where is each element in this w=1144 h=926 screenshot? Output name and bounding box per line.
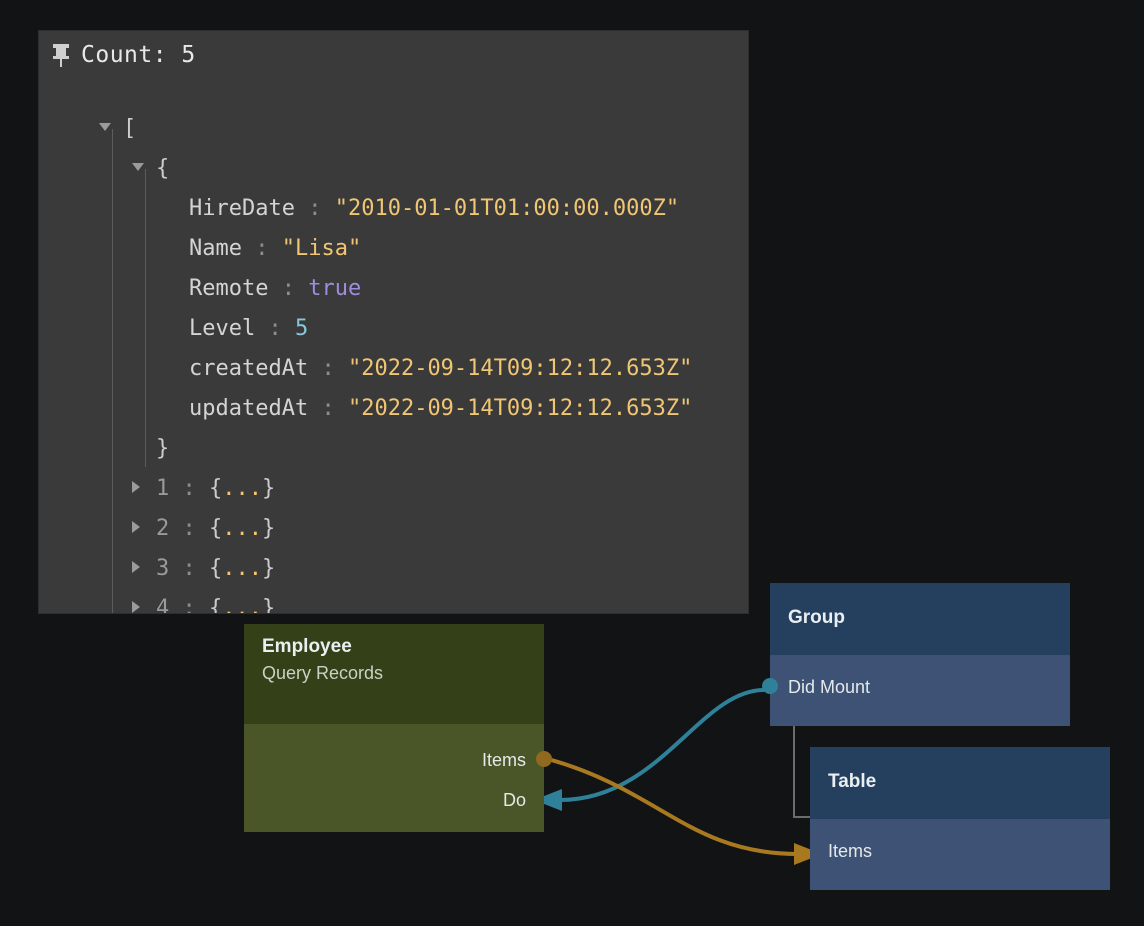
- node-table-header: Table: [810, 747, 1110, 819]
- tree-disclosure-expanded-icon[interactable]: [99, 109, 123, 149]
- tree-value: "Lisa": [282, 236, 361, 261]
- json-tree-row[interactable]: updatedAt : "2022-09-14T09:12:12.653Z": [53, 389, 748, 429]
- port-employee-do[interactable]: Do: [503, 790, 526, 811]
- tree-value: "2022-09-14T09:12:12.653Z": [348, 356, 692, 381]
- json-inspector-panel[interactable]: Count: 5 [ { HireDate : "2010-01-01T01:00:…: [38, 30, 749, 614]
- json-tree-row[interactable]: Level : 5: [53, 309, 748, 349]
- tree-brace-open: {: [209, 516, 222, 541]
- node-employee-header: Employee Query Records: [244, 624, 544, 724]
- tree-key: Remote: [189, 276, 268, 301]
- chevron-right-icon: [132, 481, 140, 493]
- json-tree-row[interactable]: createdAt : "2022-09-14T09:12:12.653Z": [53, 349, 748, 389]
- tree-brace-close: }: [262, 596, 275, 614]
- chevron-right-icon: [132, 561, 140, 573]
- tree-disclosure-collapsed-icon[interactable]: [132, 469, 156, 509]
- tree-bracket: {: [156, 156, 169, 181]
- tree-value: "2022-09-14T09:12:12.653Z": [348, 396, 692, 421]
- tree-key: HireDate: [189, 196, 295, 221]
- json-tree-row[interactable]: {: [53, 149, 748, 189]
- count-label: Count: 5: [81, 42, 196, 68]
- node-employee-title: Employee: [262, 634, 526, 660]
- chevron-right-icon: [132, 521, 140, 533]
- port-employee-items[interactable]: Items: [482, 750, 526, 771]
- chevron-right-icon: [132, 601, 140, 613]
- tree-brace-open: {: [209, 476, 222, 501]
- tree-array-index: 3: [156, 556, 169, 581]
- node-group-header: Group: [770, 583, 1070, 655]
- port-group-did-mount[interactable]: Did Mount: [788, 677, 870, 698]
- tree-colon: :: [295, 196, 335, 221]
- tree-array-index: 2: [156, 516, 169, 541]
- json-tree[interactable]: [{HireDate : "2010-01-01T01:00:00.000Z"N…: [53, 109, 748, 613]
- tree-value: "2010-01-01T01:00:00.000Z": [335, 196, 679, 221]
- port-employee-items-label: Items: [482, 750, 526, 770]
- tree-value: 5: [295, 316, 308, 341]
- json-tree-row[interactable]: Remote : true: [53, 269, 748, 309]
- port-dot-group-did-mount[interactable]: [762, 678, 778, 694]
- tree-ellipsis: ...: [222, 476, 262, 501]
- chevron-down-icon: [99, 123, 111, 131]
- tree-bracket: [: [123, 116, 136, 141]
- inspector-header: Count: 5: [53, 37, 196, 73]
- tree-colon: :: [308, 356, 348, 381]
- tree-colon: :: [255, 316, 295, 341]
- node-employee-body: Items Do: [244, 724, 544, 832]
- tree-brace-close: }: [262, 476, 275, 501]
- tree-colon: :: [169, 516, 209, 541]
- node-group-title: Group: [788, 605, 845, 631]
- tree-array-index: 4: [156, 596, 169, 614]
- json-tree-row[interactable]: 3 : {...}: [53, 549, 748, 589]
- tree-bracket: }: [156, 436, 169, 461]
- tree-colon: :: [169, 476, 209, 501]
- tree-disclosure-collapsed-icon[interactable]: [132, 549, 156, 589]
- edge-items-to-table-items: [548, 759, 798, 854]
- node-table[interactable]: Table Items: [810, 747, 1110, 890]
- tree-colon: :: [308, 396, 348, 421]
- json-tree-row[interactable]: 1 : {...}: [53, 469, 748, 509]
- tree-ellipsis: ...: [222, 596, 262, 614]
- edge-did-mount-to-do: [560, 690, 764, 800]
- tree-disclosure-collapsed-icon[interactable]: [132, 589, 156, 614]
- node-employee-subtitle: Query Records: [262, 660, 526, 686]
- node-table-body: Items: [810, 819, 1110, 890]
- tree-colon: :: [169, 596, 209, 614]
- tree-array-index: 1: [156, 476, 169, 501]
- tree-brace-close: }: [262, 516, 275, 541]
- json-tree-row[interactable]: [: [53, 109, 748, 149]
- tree-disclosure-expanded-icon[interactable]: [132, 149, 156, 189]
- json-tree-row[interactable]: Name : "Lisa": [53, 229, 748, 269]
- json-tree-row[interactable]: 4 : {...}: [53, 589, 748, 614]
- tree-colon: :: [169, 556, 209, 581]
- tree-value: true: [308, 276, 361, 301]
- tree-key: Level: [189, 316, 255, 341]
- port-group-did-mount-label: Did Mount: [788, 677, 870, 697]
- port-employee-do-label: Do: [503, 790, 526, 810]
- tree-key: updatedAt: [189, 396, 308, 421]
- tree-key: Name: [189, 236, 242, 261]
- node-employee[interactable]: Employee Query Records Items Do: [244, 624, 544, 832]
- tree-ellipsis: ...: [222, 516, 262, 541]
- tree-brace-open: {: [209, 556, 222, 581]
- tree-brace-open: {: [209, 596, 222, 614]
- tree-colon: :: [268, 276, 308, 301]
- node-group-body: Did Mount: [770, 655, 1070, 726]
- tree-key: createdAt: [189, 356, 308, 381]
- tree-indent-guide: [112, 129, 113, 614]
- tree-indent-guide: [145, 169, 146, 467]
- json-tree-row[interactable]: 2 : {...}: [53, 509, 748, 549]
- pin-icon[interactable]: [53, 43, 69, 67]
- tree-disclosure-collapsed-icon[interactable]: [132, 509, 156, 549]
- chevron-down-icon: [132, 163, 144, 171]
- node-table-title: Table: [828, 769, 876, 795]
- json-tree-row[interactable]: HireDate : "2010-01-01T01:00:00.000Z": [53, 189, 748, 229]
- tree-ellipsis: ...: [222, 556, 262, 581]
- node-group[interactable]: Group Did Mount: [770, 583, 1070, 726]
- port-table-items-label: Items: [828, 841, 872, 861]
- port-dot-employee-items[interactable]: [536, 751, 552, 767]
- tree-colon: :: [242, 236, 282, 261]
- tree-brace-close: }: [262, 556, 275, 581]
- port-table-items[interactable]: Items: [828, 841, 872, 862]
- json-tree-row[interactable]: }: [53, 429, 748, 469]
